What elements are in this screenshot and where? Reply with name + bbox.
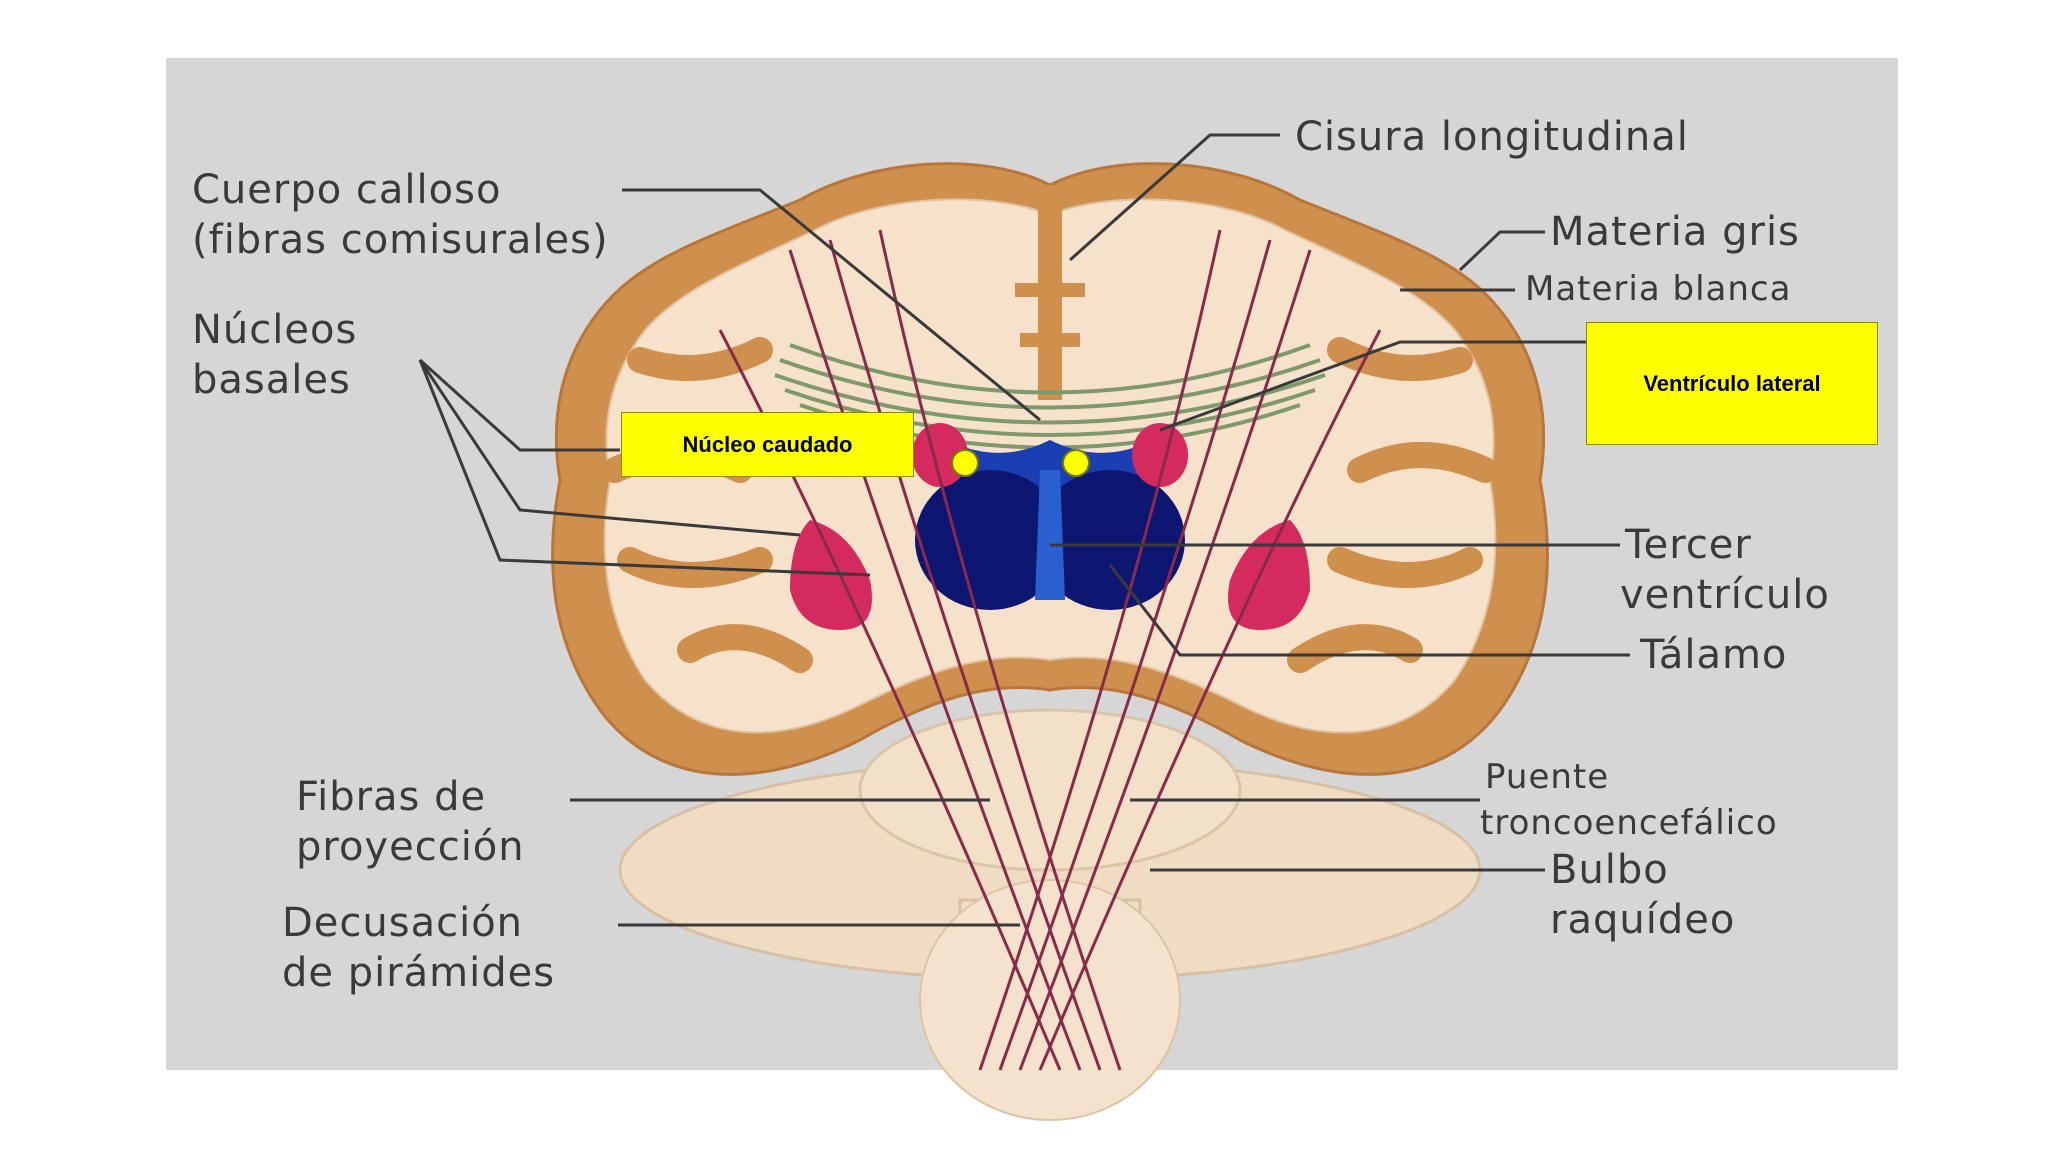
- label-nucleos: Núcleos: [192, 307, 358, 353]
- projection-fibers: [718, 229, 1382, 1071]
- annotation-ventriculo-lateral: Ventrículo lateral: [1586, 322, 1878, 445]
- label-talamo: Tálamo: [1640, 632, 1788, 678]
- label-puente: Puente: [1485, 757, 1610, 797]
- thalamus-left: [915, 470, 1065, 610]
- label-materia-blanca: Materia blanca: [1525, 269, 1792, 309]
- label-materia-gris: Materia gris: [1550, 209, 1800, 255]
- label-fibras-comisurales: (fibras comisurales): [192, 217, 609, 263]
- label-basales: basales: [192, 357, 351, 403]
- label-tercer: Tercer: [1625, 522, 1752, 568]
- label-bulbo: Bulbo: [1550, 847, 1669, 893]
- label-cisura-longitudinal: Cisura longitudinal: [1295, 114, 1689, 160]
- leader-lines: [418, 133, 1630, 927]
- label-fibras-de: Fibras de: [296, 774, 487, 820]
- label-decusacion: Decusación: [282, 900, 524, 946]
- label-raquideo: raquídeo: [1550, 897, 1736, 943]
- marker-dot-ventriculo-lateral: [1062, 449, 1090, 477]
- label-cuerpo-calloso: Cuerpo calloso: [192, 167, 502, 213]
- label-proyeccion: proyección: [296, 824, 525, 870]
- annotation-nucleo-caudado: Núcleo caudado: [621, 412, 914, 477]
- thalamus-right: [1035, 470, 1185, 610]
- ventricular-system: [915, 430, 1185, 610]
- label-de-piramides: de pirámides: [282, 950, 556, 996]
- third-ventricle: [1035, 470, 1065, 600]
- label-troncoencefalico: troncoencefálico: [1480, 803, 1778, 843]
- marker-dot-nucleo-caudado: [951, 449, 979, 477]
- label-ventriculo: ventrículo: [1620, 572, 1830, 618]
